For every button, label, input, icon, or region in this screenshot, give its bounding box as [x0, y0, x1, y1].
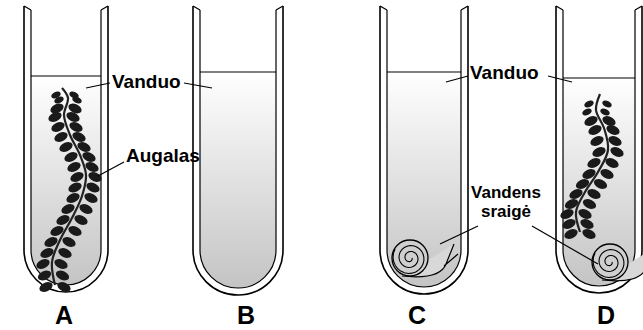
tube-rim — [380, 6, 468, 10]
tube-inner-wall — [31, 10, 101, 285]
water — [563, 78, 635, 286]
water-surface — [31, 75, 101, 76]
tube-rim — [556, 6, 642, 10]
tube-outer-wall — [24, 6, 108, 292]
part-label: Vanduo — [112, 72, 181, 93]
water — [31, 76, 101, 285]
tube-letter: C — [408, 302, 426, 330]
water-surface — [387, 71, 461, 72]
tube-inner-wall — [563, 10, 635, 286]
tube-inner-wall — [387, 10, 461, 287]
water-surface — [200, 71, 276, 72]
leader-line — [98, 162, 124, 176]
leader-line — [184, 83, 212, 88]
tube-outer-wall — [193, 6, 283, 295]
leader-line — [446, 76, 468, 82]
tube-rim — [24, 6, 108, 10]
tube-inner-wall — [200, 10, 276, 288]
tube-rim — [193, 6, 283, 10]
water — [387, 72, 461, 287]
water-snail — [392, 240, 458, 277]
leader-line — [532, 226, 598, 264]
part-label: Augalas — [126, 146, 200, 167]
tube-outer-wall — [556, 6, 642, 293]
tube-letter: A — [55, 302, 73, 330]
leader-line — [548, 76, 572, 82]
tube-letter: B — [237, 302, 255, 330]
leader-line — [440, 226, 478, 244]
water-snail — [592, 244, 643, 281]
part-label: Vandens sraigė — [462, 184, 550, 221]
leader-line — [86, 83, 110, 88]
part-label: Vanduo — [470, 63, 539, 84]
plant-leaves — [559, 99, 625, 241]
tube-letter: D — [597, 302, 615, 330]
plant-leaves — [35, 90, 103, 294]
water — [200, 72, 276, 288]
water-surface — [563, 77, 635, 78]
tube-outer-wall — [380, 6, 468, 294]
plant-stem — [576, 94, 608, 232]
